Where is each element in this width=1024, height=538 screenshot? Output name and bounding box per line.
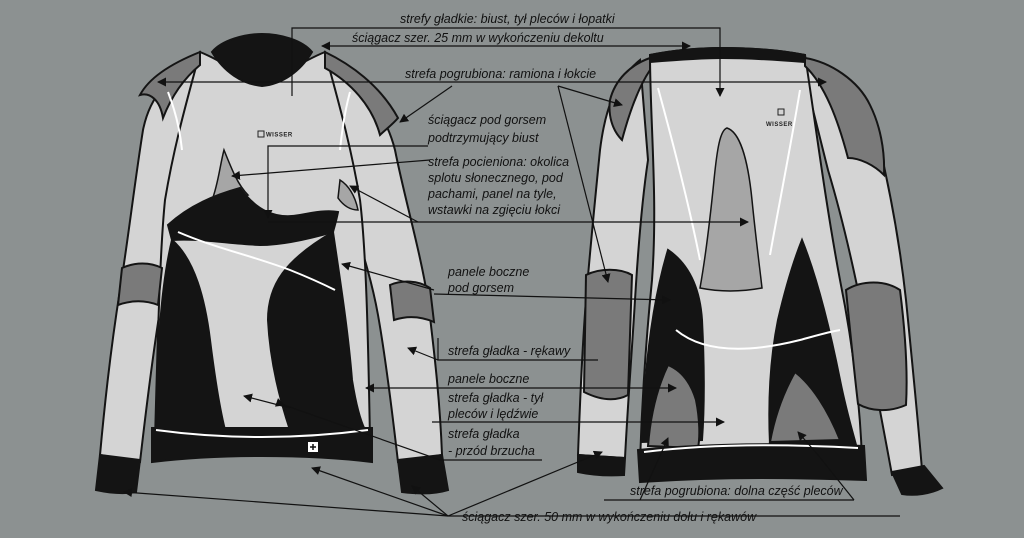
leader-l1: [291, 27, 725, 97]
leader-l6-a: [341, 261, 435, 291]
labels: strefy gładkie: biust, tył pleców i łopa…: [352, 12, 844, 524]
label-side-underbust-2: pod gorsem: [447, 281, 514, 295]
leader-l3-c: [557, 85, 611, 283]
leader-l5-a: [231, 159, 431, 180]
label-thick-lower-back: strefa pogrubiona: dolna część pleców: [630, 484, 844, 498]
label-smooth-belly-1: strefa gładka: [448, 427, 520, 441]
front-brand-text: WISSER: [266, 133, 293, 139]
front-underbust-band: [166, 186, 340, 247]
label-smooth-belly-2: - przód brzucha: [448, 444, 535, 458]
label-thin-2: splotu słonecznego, pod: [428, 171, 564, 185]
back-lower-thick-right: [768, 370, 842, 444]
front-hem-band: [151, 427, 373, 464]
front-elbow-left: [116, 262, 164, 307]
label-smooth-back-2: pleców i lędźwie: [447, 407, 538, 421]
front-hem-line: [155, 429, 369, 439]
leader-l11-b: [797, 431, 819, 456]
back-cuff-left: [577, 453, 627, 477]
label-smooth-zones: strefy gładkie: biust, tył pleców i łopa…: [400, 12, 616, 26]
label-side-underbust-1: panele boczne: [447, 265, 529, 279]
leader-l11-a: [639, 437, 669, 501]
back-hem-line: [643, 444, 859, 453]
front-cuff-left: [94, 453, 142, 495]
leader-l7-b: [407, 346, 439, 361]
leader-l12-b: [123, 488, 449, 517]
back-center-thin-panel: [699, 127, 763, 292]
front-seam-3: [339, 91, 351, 151]
front-right-sleeve: [328, 68, 444, 464]
leader-l4: [263, 145, 428, 219]
back-hem-band: [636, 443, 868, 484]
leader-l12-d: [447, 450, 603, 517]
label-bottom-band: ściągacz szer. 50 mm w wykończeniu dołu …: [462, 510, 757, 524]
leader-lines: [123, 27, 900, 517]
label-thick-shoulders: strefa pogrubiona: ramiona i łokcie: [405, 67, 596, 81]
leader-l3-b: [557, 85, 623, 108]
leader-l12-c: [411, 485, 449, 517]
back-logo-icon: [777, 108, 785, 116]
front-side-panel-left: [154, 238, 227, 431]
label-neck-band: ściągacz szer. 25 mm w wykończeniu dekol…: [352, 31, 604, 45]
back-shirt: WISSER: [576, 46, 944, 496]
back-elbow-right: [844, 281, 908, 412]
leader-l10-a: [274, 398, 542, 461]
leader-l5-b: [349, 185, 419, 223]
label-underbust-1: ściągacz pod gorsem: [428, 113, 546, 127]
front-shoulder-right: [324, 50, 400, 137]
front-cuff-right: [396, 453, 450, 495]
front-seam-1: [177, 231, 336, 291]
label-thin-3: pachami, panel na tyle,: [427, 187, 557, 201]
label-side-panels: panele boczne: [447, 372, 529, 386]
front-hem-cross-mark: [310, 444, 316, 450]
leader-l11-c: [817, 454, 855, 501]
front-elbow-insert: [337, 178, 359, 211]
label-smooth-back-1: strefa gładka - tył: [448, 391, 544, 405]
front-seam-2: [167, 91, 183, 151]
back-elbow-left: [582, 268, 634, 401]
leader-l12-a: [311, 466, 449, 517]
leader-l6-b: [433, 293, 671, 305]
back-shoulder-right: [804, 56, 886, 178]
front-shirt: WISSER: [94, 32, 450, 495]
front-logo-icon: [257, 130, 265, 138]
label-underbust-2: podtrzymujący biust: [427, 131, 539, 145]
label-thin-1: strefa pocieniona: okolica: [428, 155, 569, 169]
back-seam-1: [657, 87, 701, 261]
back-brand-text: WISSER: [766, 122, 793, 128]
leader-l3-a: [399, 85, 453, 123]
leader-l10-b: [243, 393, 291, 409]
label-smooth-sleeves: strefa gładka - rękawy: [448, 344, 571, 358]
label-thin-4: wstawki na zgięciu łokci: [428, 203, 561, 217]
back-seam-3: [675, 329, 841, 350]
back-cuff-right: [890, 464, 944, 496]
back-seam-2: [769, 89, 801, 256]
